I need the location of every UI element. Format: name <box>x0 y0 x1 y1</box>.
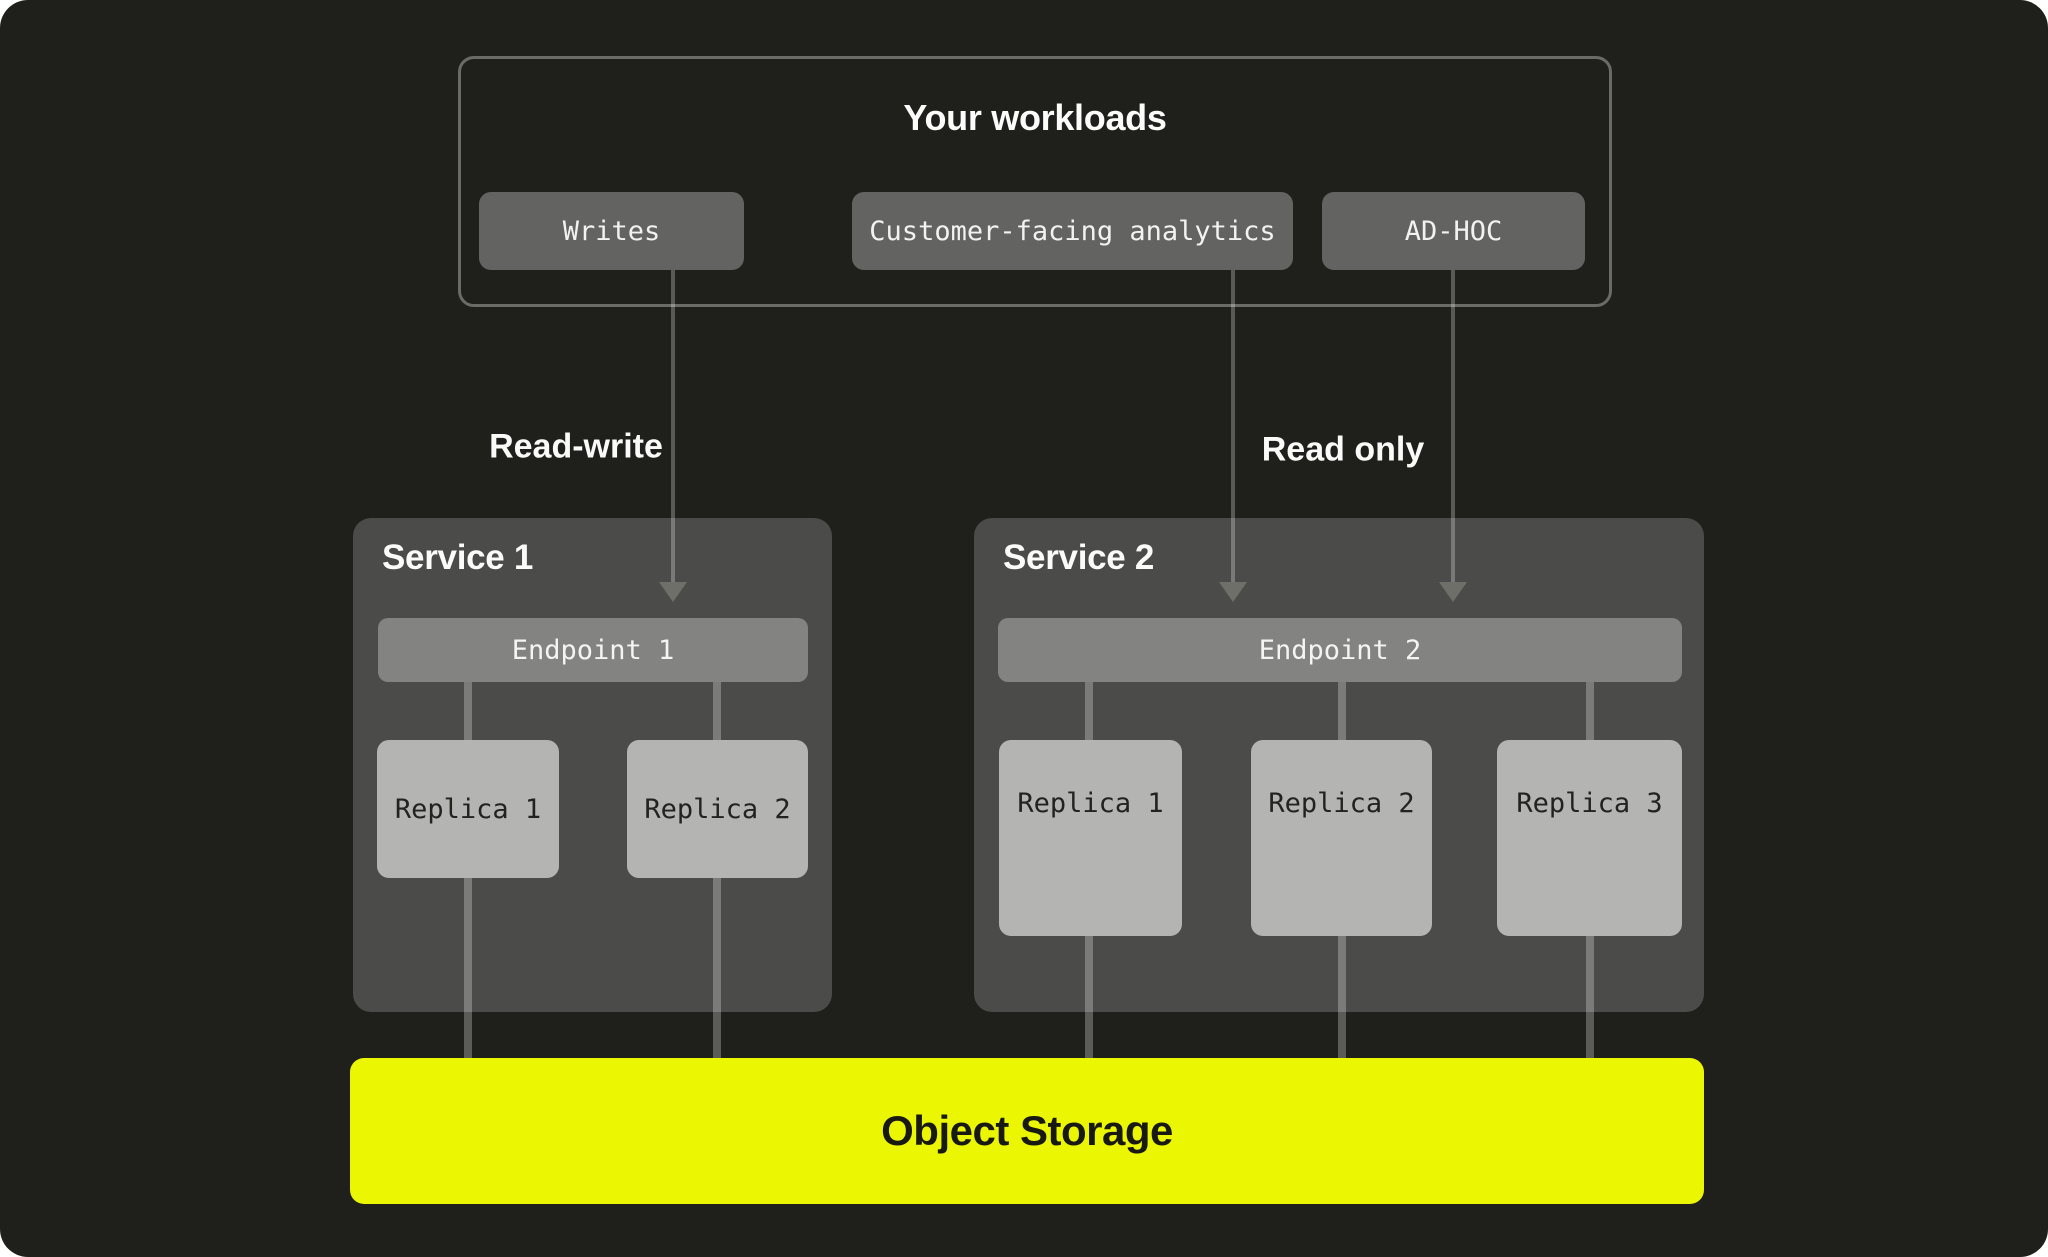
endpoint-1-node: Endpoint 1 <box>378 618 808 682</box>
arrow-line-adhoc-to-endpoint2 <box>1451 270 1455 582</box>
arrow-head-icon <box>659 582 687 602</box>
workload-node-label: Writes <box>562 215 661 247</box>
arrow-line-analytics-to-endpoint2 <box>1231 270 1235 582</box>
replica-label: Replica 2 <box>1268 788 1415 819</box>
arrow-line-writes-to-endpoint1 <box>671 270 675 582</box>
workload-node-writes: Writes <box>479 192 744 270</box>
workload-node-label: Customer-facing analytics <box>869 215 1276 247</box>
workload-node-ad-hoc: AD-HOC <box>1322 192 1585 270</box>
service-1-replica-2: Replica 2 <box>627 740 808 878</box>
arrow-head-icon <box>1439 582 1467 602</box>
arrow-head-icon <box>1219 582 1247 602</box>
service-1-title: Service 1 <box>382 538 534 577</box>
connector-s2replica3-storage <box>1586 936 1594 1058</box>
endpoint-label: Endpoint 1 <box>511 634 675 666</box>
endpoint-2-node: Endpoint 2 <box>998 618 1682 682</box>
edge-label-read-only: Read only <box>1261 430 1425 469</box>
connector-endpoint2-replica1 <box>1085 682 1093 740</box>
workloads-title: Your workloads <box>903 97 1167 138</box>
edge-label-read-write: Read-write <box>489 427 663 466</box>
connector-s2replica1-storage <box>1085 936 1093 1058</box>
service-2-replica-3: Replica 3 <box>1497 740 1682 936</box>
connector-s1replica1-storage <box>464 878 472 1058</box>
connector-s2replica2-storage <box>1338 936 1346 1058</box>
connector-endpoint1-replica1 <box>464 682 472 740</box>
object-storage-bar: Object Storage <box>350 1058 1704 1204</box>
workload-node-customer-facing-analytics: Customer-facing analytics <box>852 192 1293 270</box>
connector-endpoint2-replica3 <box>1586 682 1594 740</box>
service-1-replica-1: Replica 1 <box>377 740 559 878</box>
endpoint-label: Endpoint 2 <box>1258 634 1422 666</box>
replica-label: Replica 1 <box>394 793 542 825</box>
connector-endpoint2-replica2 <box>1338 682 1346 740</box>
workloads-group-box <box>458 56 1612 307</box>
service-2-replica-1: Replica 1 <box>999 740 1182 936</box>
workload-node-label: AD-HOC <box>1404 215 1503 247</box>
connector-s1replica2-storage <box>713 878 721 1058</box>
replica-label: Replica 3 <box>1516 788 1663 819</box>
service-2-replica-2: Replica 2 <box>1251 740 1432 936</box>
replica-label: Replica 1 <box>1017 788 1164 819</box>
connector-endpoint1-replica2 <box>713 682 721 740</box>
service-2-title: Service 2 <box>1003 538 1155 577</box>
object-storage-label: Object Storage <box>881 1107 1173 1154</box>
replica-label: Replica 2 <box>644 793 791 825</box>
